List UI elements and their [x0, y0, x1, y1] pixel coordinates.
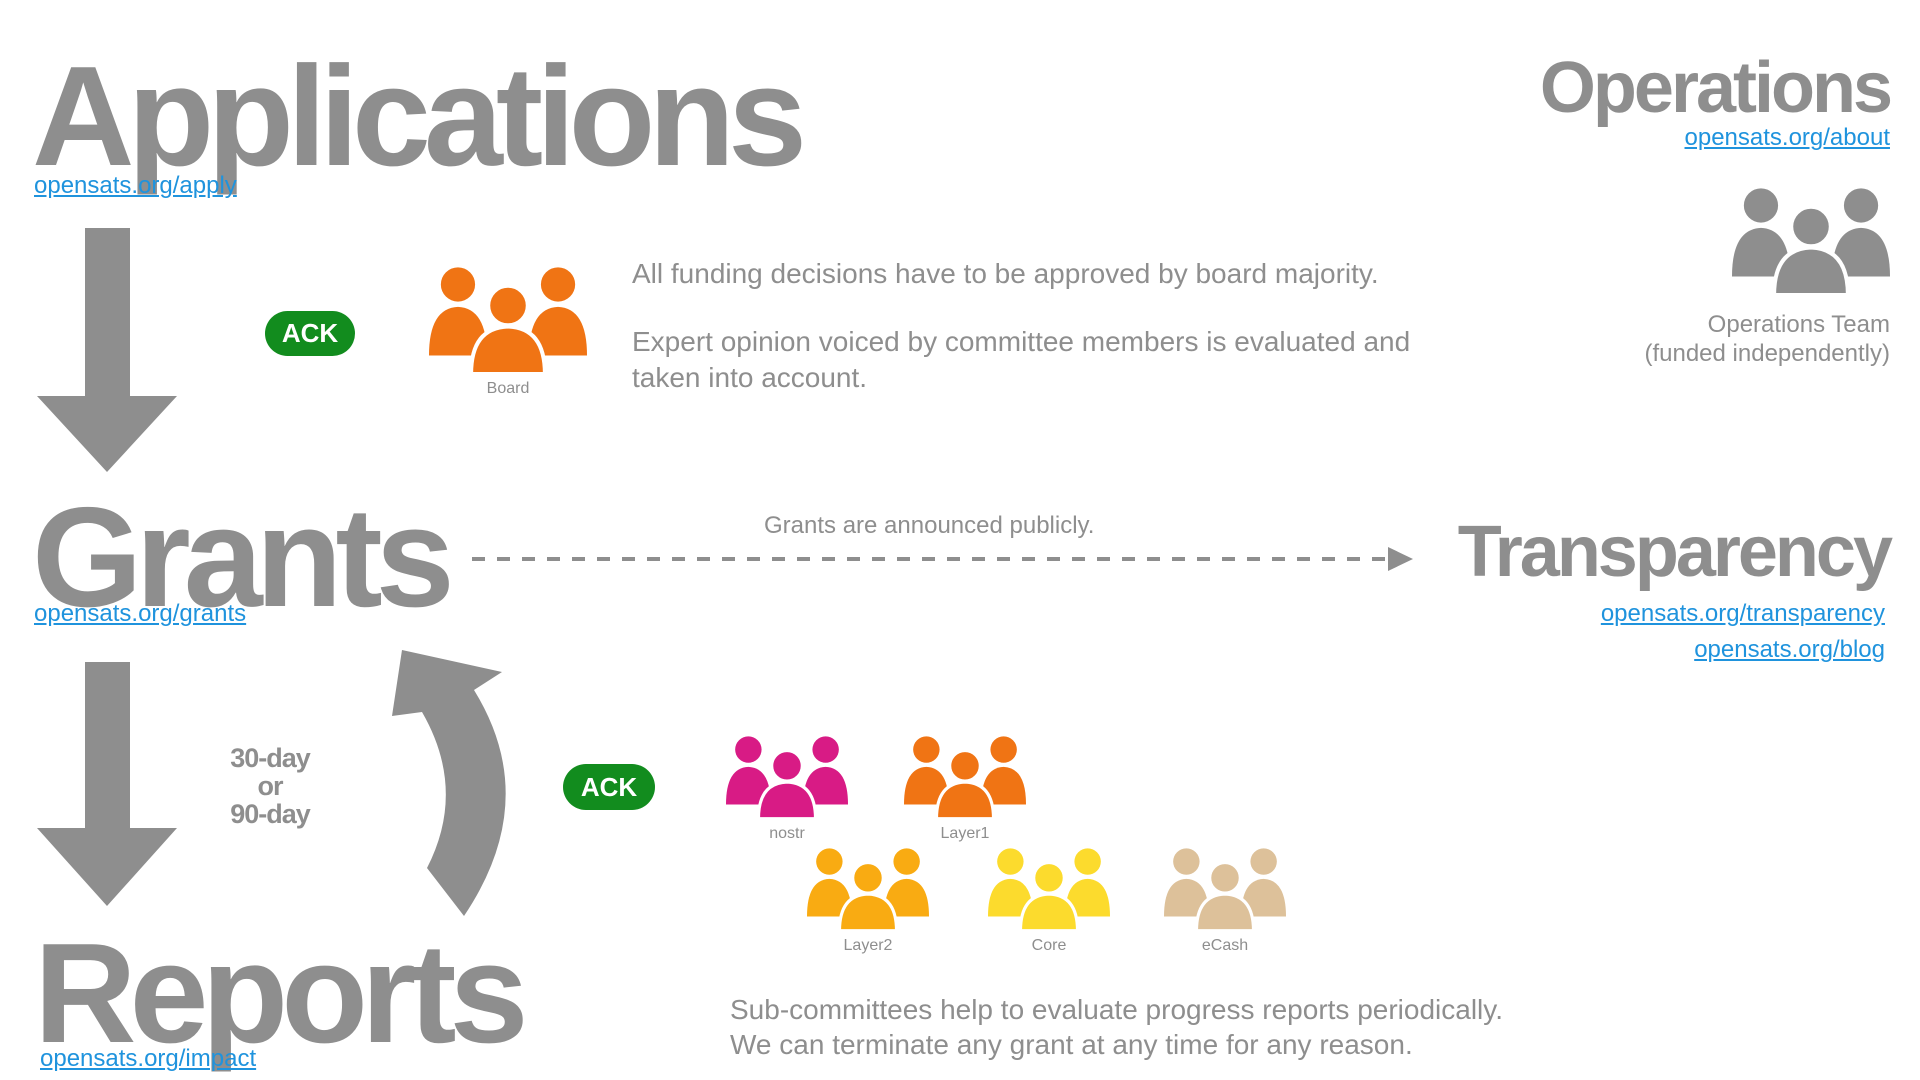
loop-arrow-reports-to-grants [392, 650, 506, 916]
committee-group-nostr: nostr [722, 735, 852, 843]
core-people-icon [988, 848, 1110, 931]
report-cycle-label: 30-day or 90-day [205, 744, 335, 828]
transparency-link[interactable]: opensats.org/transparency [1600, 600, 1885, 627]
transparency-title: Transparency [1457, 512, 1893, 592]
arrow-down-grants-to-reports [37, 662, 177, 906]
board-text-2: Expert opinion voiced by committee membe… [632, 324, 1410, 396]
operations-caption: Operations Team (funded independently) [1644, 310, 1890, 368]
operations-caption-line-2: (funded independently) [1644, 340, 1890, 367]
layer2-label: Layer2 [843, 937, 893, 954]
ecash-people-icon [1164, 848, 1286, 931]
operations-caption-line-1: Operations Team [1707, 311, 1890, 338]
operations-title: Operations [1539, 48, 1893, 128]
dashed-arrow-to-transparency [472, 547, 1413, 571]
announce-text: Grants are announced publicly. [764, 512, 1095, 539]
board-label: Board [486, 380, 530, 397]
operations-people-icon [1732, 188, 1890, 295]
subcommittee-text-line-1: Sub-committees help to evaluate progress… [730, 994, 1503, 1025]
subcommittee-text: Sub-committees help to evaluate progress… [730, 992, 1503, 1062]
cycle-line-2: or [257, 771, 284, 801]
arrow-down-applications-to-grants [37, 228, 177, 472]
subcommittee-text-line-2: We can terminate any grant at any time f… [730, 1029, 1413, 1060]
reports-title: Reports [34, 914, 529, 1073]
board-people-icon [429, 267, 587, 374]
cycle-line-1: 30-day [230, 743, 311, 773]
cycle-line-3: 90-day [230, 799, 311, 829]
nostr-label: nostr [769, 825, 805, 842]
grants-link[interactable]: opensats.org/grants [34, 600, 247, 627]
board-text-2-line-2: taken into account. [632, 362, 868, 393]
committee-group-ecash: eCash [1160, 847, 1290, 955]
board-group: Board [428, 266, 588, 398]
layer1-label: Layer1 [940, 825, 990, 842]
grants-title: Grants [32, 478, 455, 637]
layer2-people-icon [807, 848, 929, 931]
about-link[interactable]: opensats.org/about [1684, 124, 1891, 151]
committee-group-layer1: Layer1 [900, 735, 1030, 843]
board-ack-badge: ACK [265, 311, 355, 356]
committee-group-layer2: Layer2 [803, 847, 933, 955]
layer1-people-icon [904, 736, 1026, 819]
blog-link[interactable]: opensats.org/blog [1694, 636, 1885, 663]
ecash-label: eCash [1201, 937, 1249, 954]
applications-title: Applications [32, 37, 807, 196]
nostr-people-icon [726, 736, 848, 819]
board-text-2-line-1: Expert opinion voiced by committee membe… [632, 326, 1411, 357]
core-label: Core [1031, 937, 1067, 954]
apply-link[interactable]: opensats.org/apply [34, 172, 237, 199]
impact-link[interactable]: opensats.org/impact [40, 1045, 257, 1072]
subcommittee-ack-badge: ACK [563, 764, 655, 810]
committee-group-core: Core [984, 847, 1114, 955]
board-text-1: All funding decisions have to be approve… [632, 258, 1379, 289]
